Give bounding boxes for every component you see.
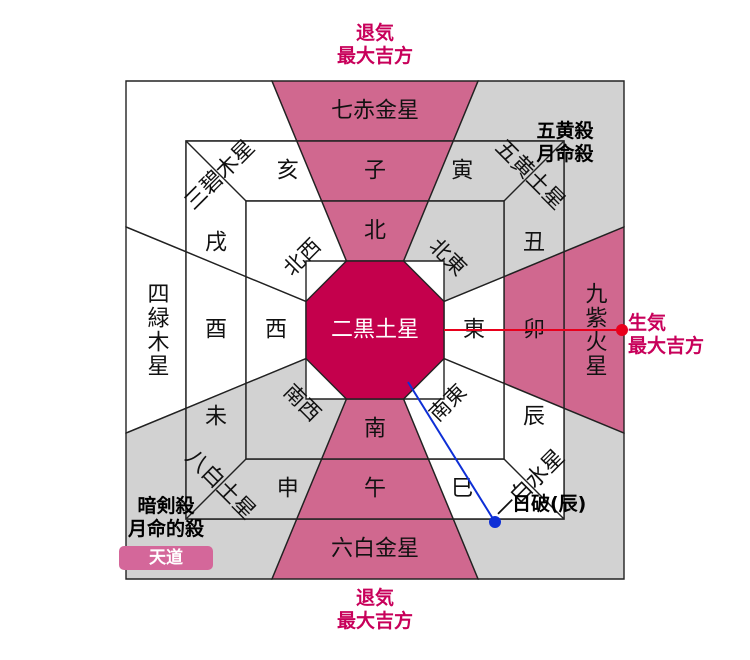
southwest-branch-0-label: 未: [205, 405, 227, 430]
north-star-label: 七赤金星: [331, 99, 419, 124]
south-direction-label: 南: [364, 417, 386, 442]
annotation-northeast-line1: 五黄殺: [536, 120, 594, 142]
annotation-southwest-line2: 月命的殺: [127, 517, 204, 540]
northwest-branch-1-label: 亥: [277, 159, 299, 184]
annotation-southwest-line1: 暗剣殺: [137, 495, 195, 517]
annotation-southeast-label: 日破(辰): [512, 493, 587, 515]
northwest-branch-divider: [185, 140, 247, 202]
northeast-branch-0-label: 丑: [523, 230, 545, 255]
annotation-southeast: 日破(辰): [512, 493, 586, 516]
south-branch-label: 午: [364, 477, 386, 502]
northwest-branch-0-label: 戌: [205, 230, 227, 255]
annotation-northeast: 五黄殺 月命殺: [520, 120, 610, 166]
southeast-branch-divider: [503, 458, 565, 520]
southeast-branch-0-label: 辰: [523, 405, 545, 430]
annotation-east-line1: 生気: [628, 312, 667, 334]
south-star-label: 六白金星: [331, 537, 419, 562]
annotation-east-line2: 最大吉方: [628, 334, 705, 357]
west-branch-label: 酉: [205, 318, 227, 343]
west-star-label: 四緑木星: [144, 282, 170, 378]
southeast-branch-1-label: 巳: [451, 477, 473, 502]
north-branch-label: 子: [364, 159, 386, 184]
annotation-southwest: 暗剣殺 月命的殺: [116, 495, 216, 541]
west-direction-label: 西: [265, 318, 287, 343]
center-star-label: 二黒土星: [331, 318, 419, 343]
southwest-branch-divider: [185, 458, 247, 520]
northeast-branch-divider: [503, 140, 565, 202]
annotation-northeast-line2: 月命殺: [536, 142, 594, 165]
annotation-top-line1: 退気: [355, 22, 394, 44]
northeast-branch-1-label: 寅: [451, 159, 473, 184]
annotation-east: 生気 最大吉方: [628, 312, 704, 358]
center-octagon: [305, 260, 445, 400]
southwest-branch-1-label: 申: [277, 477, 299, 502]
tendo-badge: 天道: [119, 546, 213, 570]
southeast-marker-line: [407, 381, 496, 523]
north-direction-label: 北: [364, 219, 386, 244]
annotation-bottom-line1: 退気: [355, 587, 394, 609]
annotation-bottom: 退気 最大吉方: [315, 587, 435, 633]
annotation-top: 退気 最大吉方: [315, 22, 435, 68]
east-marker-dot: [616, 324, 628, 336]
annotation-top-line2: 最大吉方: [336, 44, 413, 67]
southeast-marker-dot: [489, 516, 501, 528]
annotation-bottom-line2: 最大吉方: [336, 609, 413, 632]
